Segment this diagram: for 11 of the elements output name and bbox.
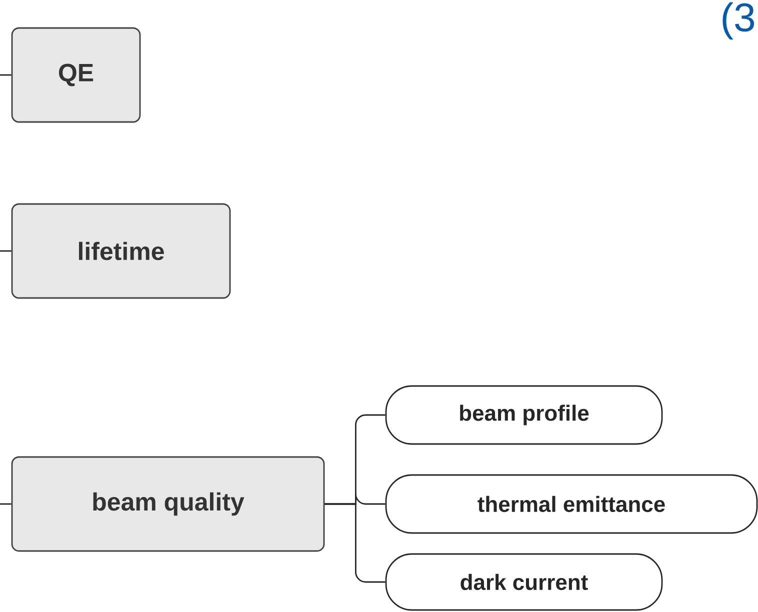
connector: [0, 503, 12, 505]
topic-box: beam quality: [11, 456, 325, 552]
subtopic-pill: thermal emittance: [385, 474, 758, 534]
subtopic-pill: dark current: [385, 553, 663, 611]
topic-box: lifetime: [11, 203, 231, 299]
heading-fragment: (3: [722, 2, 754, 40]
connector: [324, 503, 386, 583]
connector: [0, 250, 12, 252]
subtopic-pill: beam profile: [385, 385, 663, 445]
topic-box: QE: [11, 27, 141, 123]
connector: [0, 74, 12, 76]
